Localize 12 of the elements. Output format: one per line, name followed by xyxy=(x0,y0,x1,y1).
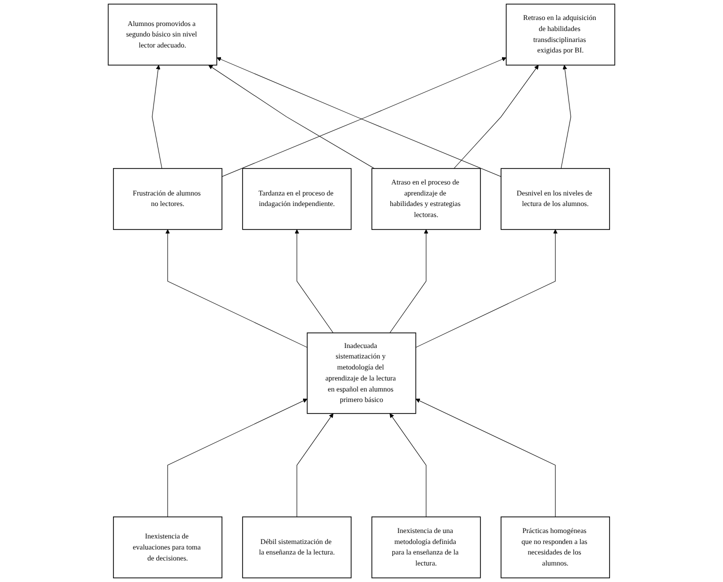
arrow xyxy=(390,413,426,518)
arrow xyxy=(294,229,334,334)
arrow xyxy=(390,229,428,334)
arrow xyxy=(165,229,308,348)
arrow xyxy=(454,64,539,169)
arrow xyxy=(152,64,162,169)
arrow xyxy=(416,229,558,348)
arrow xyxy=(416,398,556,518)
arrow xyxy=(208,64,375,169)
arrow xyxy=(296,413,334,518)
arrow xyxy=(167,398,308,518)
arrow xyxy=(560,64,572,169)
